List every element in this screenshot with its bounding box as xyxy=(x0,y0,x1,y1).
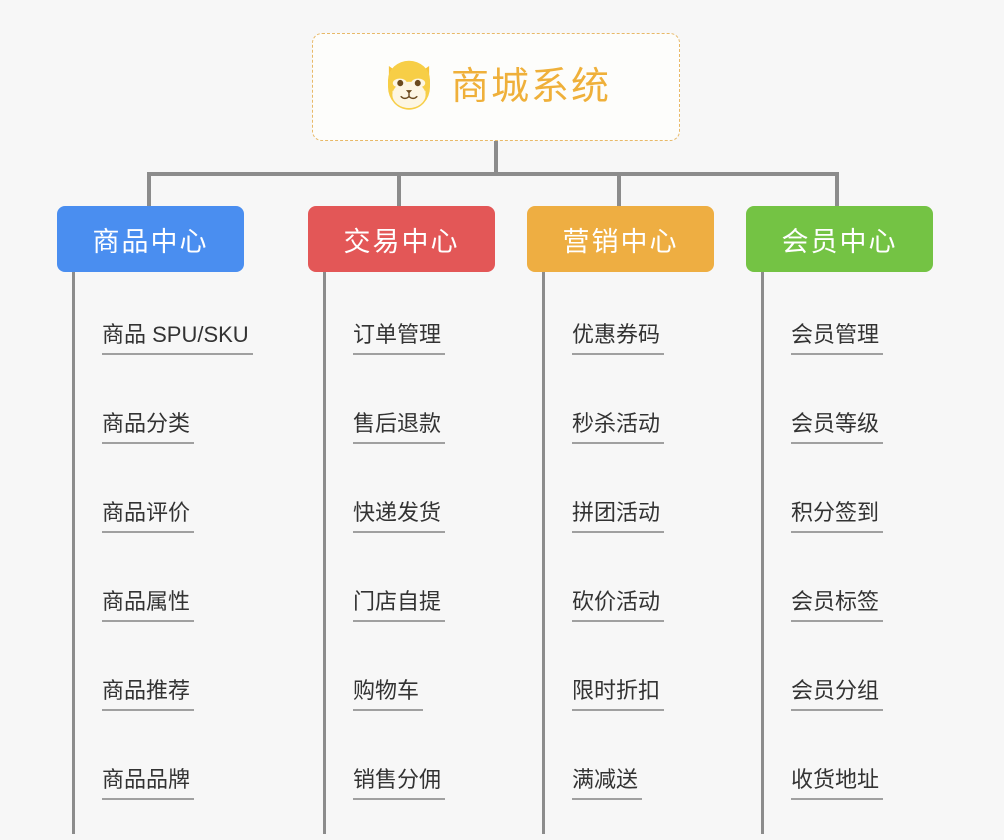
leaf-item[interactable]: 商品 SPU/SKU xyxy=(72,272,253,361)
leaf-label: 售后退款 xyxy=(353,411,446,444)
column-spine-2 xyxy=(323,272,326,834)
category-title-4: 会员中心 xyxy=(781,226,898,257)
leaf-item[interactable]: 会员标签 xyxy=(761,539,884,628)
leaf-label: 快递发货 xyxy=(353,500,446,533)
leaf-label: 收货地址 xyxy=(791,767,884,800)
category-box-1[interactable]: 商品中心 xyxy=(57,206,244,272)
leaf-label: 商品品牌 xyxy=(102,767,195,800)
leaf-label: 订单管理 xyxy=(353,322,446,355)
category-box-2[interactable]: 交易中心 xyxy=(308,206,495,272)
leaf-column-3: 优惠券码 秒杀活动 拼团活动 砍价活动 限时折扣 满减送 xyxy=(542,272,665,834)
leaf-item[interactable]: 收货地址 xyxy=(761,717,884,806)
leaf-item[interactable]: 积分签到 xyxy=(761,450,884,539)
leaf-item[interactable]: 会员管理 xyxy=(761,272,884,361)
connector-drop-1 xyxy=(147,172,151,208)
leaf-item[interactable]: 会员等级 xyxy=(761,361,884,450)
leaf-item[interactable]: 满减送 xyxy=(542,717,664,806)
leaf-item[interactable]: 售后退款 xyxy=(323,361,446,450)
connector-drop-2 xyxy=(397,172,401,208)
root-node[interactable]: 商城系统 xyxy=(312,33,680,141)
leaf-label: 购物车 xyxy=(353,678,424,711)
connector-drop-3 xyxy=(617,172,621,208)
column-spine-3 xyxy=(542,272,545,834)
column-spine-4 xyxy=(761,272,764,834)
leaf-item[interactable]: 会员分组 xyxy=(761,628,884,717)
leaf-item[interactable]: 订单管理 xyxy=(323,272,446,361)
leaf-item[interactable]: 限时折扣 xyxy=(542,628,665,717)
leaf-item[interactable]: 秒杀活动 xyxy=(542,361,665,450)
leaf-label: 门店自提 xyxy=(353,589,446,622)
leaf-item[interactable]: 拼团活动 xyxy=(542,450,665,539)
leaf-label: 拼团活动 xyxy=(572,500,665,533)
connector-drop-4 xyxy=(835,172,839,208)
leaf-label: 商品属性 xyxy=(102,589,195,622)
leaf-column-1: 商品 SPU/SKU 商品分类 商品评价 商品属性 商品推荐 商品品牌 xyxy=(72,272,253,834)
leaf-item[interactable]: 商品分类 xyxy=(72,361,253,450)
leaf-item[interactable]: 商品推荐 xyxy=(72,628,253,717)
category-title-3: 营销中心 xyxy=(562,226,679,257)
leaf-item[interactable]: 商品属性 xyxy=(72,539,253,628)
category-box-4[interactable]: 会员中心 xyxy=(746,206,933,272)
leaf-item[interactable]: 商品品牌 xyxy=(72,717,253,806)
leaf-label: 会员等级 xyxy=(791,411,884,444)
leaf-item[interactable]: 购物车 xyxy=(323,628,445,717)
leaf-column-4: 会员管理 会员等级 积分签到 会员标签 会员分组 收货地址 xyxy=(761,272,884,834)
leaf-item[interactable]: 门店自提 xyxy=(323,539,446,628)
leaf-item[interactable]: 商品评价 xyxy=(72,450,253,539)
shiba-dog-icon xyxy=(381,59,437,115)
leaf-label: 商品评价 xyxy=(102,500,195,533)
category-title-1: 商品中心 xyxy=(92,226,209,257)
leaf-item[interactable]: 优惠券码 xyxy=(542,272,665,361)
leaf-label: 商品推荐 xyxy=(102,678,195,711)
leaf-label: 商品分类 xyxy=(102,411,195,444)
leaf-label: 秒杀活动 xyxy=(572,411,665,444)
leaf-label: 销售分佣 xyxy=(353,767,446,800)
leaf-label: 会员管理 xyxy=(791,322,884,355)
page-title: 商城系统 xyxy=(450,66,611,108)
leaf-label: 优惠券码 xyxy=(572,322,665,355)
leaf-label: 砍价活动 xyxy=(572,589,665,622)
leaf-label: 满减送 xyxy=(572,767,643,800)
leaf-label: 限时折扣 xyxy=(572,678,665,711)
leaf-label: 积分签到 xyxy=(791,500,884,533)
leaf-label: 商品 SPU/SKU xyxy=(102,322,253,355)
leaf-label: 会员标签 xyxy=(791,589,884,622)
connector-root-stem xyxy=(494,141,498,174)
connector-horizontal-bus xyxy=(147,172,837,176)
category-title-2: 交易中心 xyxy=(343,226,460,257)
category-box-3[interactable]: 营销中心 xyxy=(527,206,714,272)
leaf-item[interactable]: 快递发货 xyxy=(323,450,446,539)
leaf-column-2: 订单管理 售后退款 快递发货 门店自提 购物车 销售分佣 xyxy=(323,272,446,834)
column-spine-1 xyxy=(72,272,75,834)
leaf-label: 会员分组 xyxy=(791,678,884,711)
leaf-item[interactable]: 砍价活动 xyxy=(542,539,665,628)
leaf-item[interactable]: 销售分佣 xyxy=(323,717,446,806)
